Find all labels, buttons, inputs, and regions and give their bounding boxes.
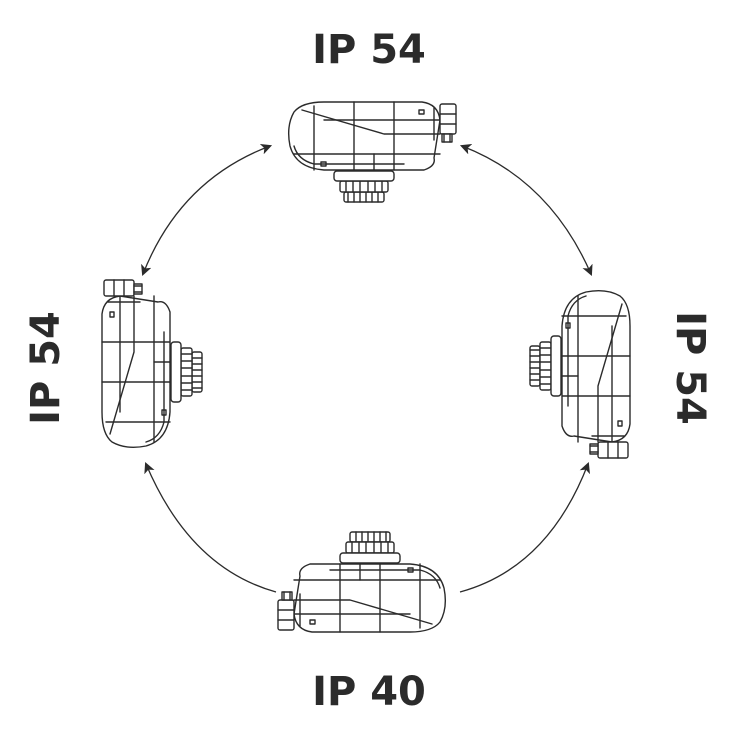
actuator-bottom-illustration <box>277 531 447 633</box>
label-bottom-ip-rating: IP 40 <box>312 669 426 715</box>
actuator-top-illustration <box>287 101 457 203</box>
arrow-top-right <box>459 144 593 277</box>
label-top-ip-rating: IP 54 <box>312 27 426 73</box>
arrow-bottom-left <box>144 461 277 593</box>
actuator-left-illustration <box>101 279 203 449</box>
label-right-ip-rating: IP 54 <box>667 311 713 425</box>
label-left-ip-rating: IP 54 <box>23 311 69 425</box>
arrow-top-left <box>141 143 273 277</box>
arrow-bottom-right <box>459 461 590 593</box>
actuator-right-illustration <box>529 289 631 459</box>
